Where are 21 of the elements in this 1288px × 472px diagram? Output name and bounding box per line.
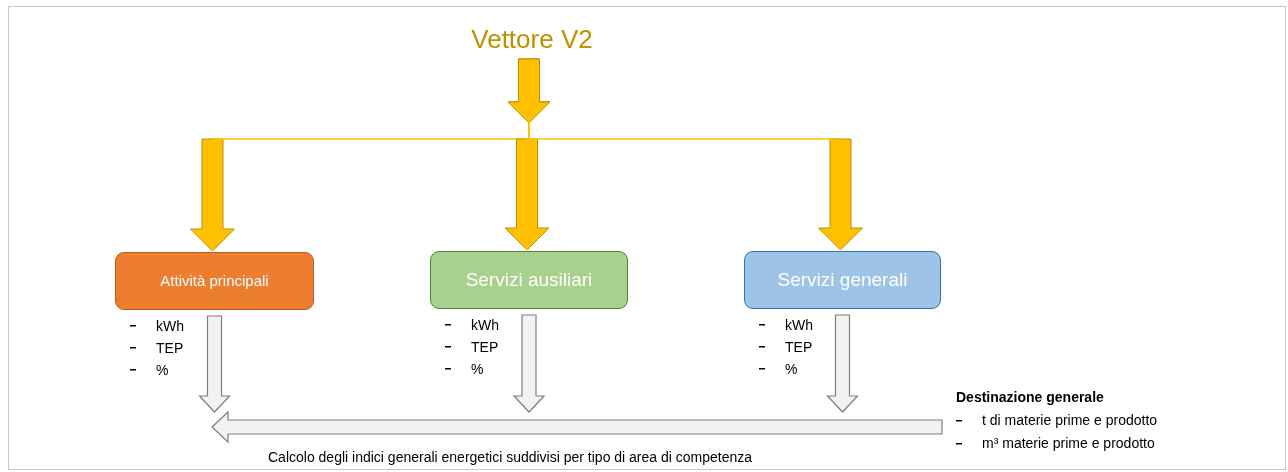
block-arrow	[826, 314, 859, 413]
unit-item: TEP	[156, 338, 184, 358]
category-box: Servizi ausiliari	[430, 251, 628, 309]
unit-item: %	[785, 359, 798, 379]
category-box: Attività principali	[115, 252, 314, 310]
block-arrow	[211, 410, 943, 444]
list-item: m³ materie prime e prodotto	[982, 434, 1155, 453]
source-title: Vettore V2	[440, 14, 624, 59]
unit-item: kWh	[471, 315, 499, 335]
category-box: Servizi generali	[744, 251, 941, 309]
block-arrow	[512, 314, 546, 413]
list-item: t di materie prime e prodotto	[982, 411, 1158, 430]
unit-item: %	[156, 360, 169, 380]
unit-item: kWh	[156, 316, 184, 336]
unit-item: TEP	[785, 337, 813, 357]
unit-item: kWh	[785, 315, 813, 335]
unit-item: TEP	[471, 337, 499, 357]
block-arrow	[507, 58, 863, 251]
section-heading: Destinazione generale	[956, 388, 1105, 407]
unit-item: %	[471, 359, 484, 379]
block-arrow	[198, 315, 231, 413]
